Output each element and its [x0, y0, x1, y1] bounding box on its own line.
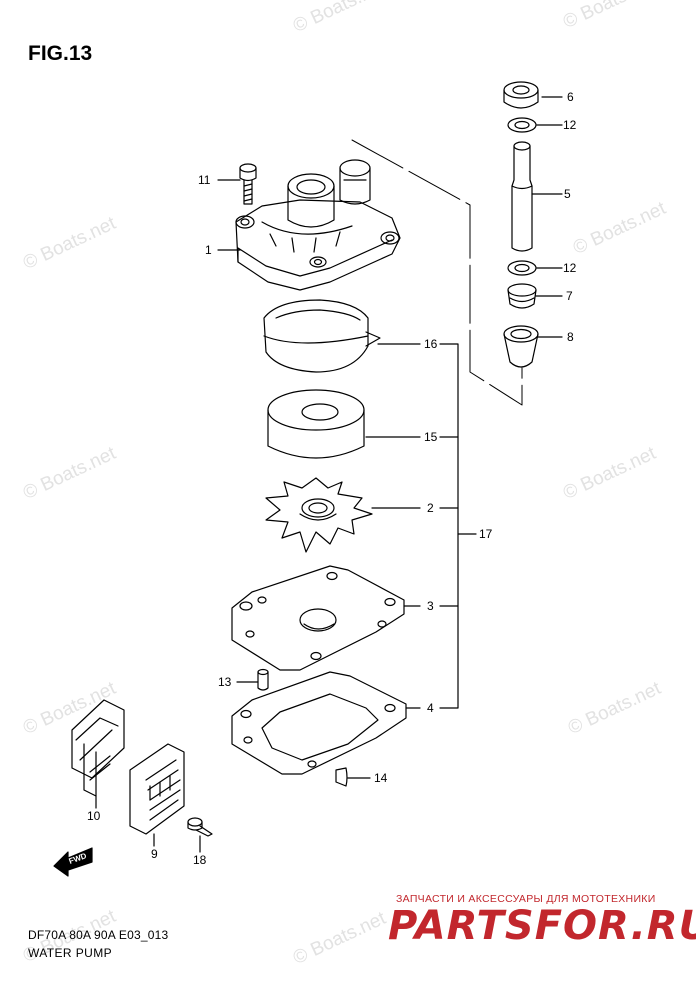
pump-plate-part[interactable] — [231, 565, 405, 671]
diagram-caption: WATER PUMP — [28, 946, 112, 960]
callout-label: 2 — [427, 501, 434, 515]
seal-ring-lower-part[interactable] — [507, 260, 537, 276]
tube-seal-part[interactable] — [507, 283, 537, 309]
pump-liner-part[interactable] — [263, 299, 381, 373]
callout-label: 14 — [374, 771, 388, 785]
seal-ring-upper-part[interactable] — [507, 117, 537, 133]
dowel-pin-part[interactable] — [257, 668, 269, 691]
bracket-part[interactable] — [71, 699, 125, 797]
bolt-part[interactable] — [239, 163, 257, 205]
brand-logo[interactable]: PARTSFOR.RU — [388, 903, 696, 949]
impeller-part[interactable] — [265, 477, 373, 553]
figure-title: FIG.13 — [28, 42, 93, 65]
callout-label: 8 — [567, 330, 574, 344]
callout-label: 5 — [564, 187, 571, 201]
callout-label: 9 — [151, 847, 158, 861]
callout-label: 12 — [563, 261, 577, 275]
guide-part[interactable] — [503, 325, 539, 368]
callout-label: 15 — [424, 430, 438, 444]
callout-label: 7 — [566, 289, 573, 303]
callout-label: 16 — [424, 337, 438, 351]
callout-label: 17 — [479, 527, 493, 541]
brand-tagline: ЗАПЧАСТИ И АКСЕССУАРЫ ДЛЯ МОТОТЕХНИКИ — [396, 893, 656, 905]
callout-label: 18 — [193, 853, 207, 867]
callout-label: 4 — [427, 701, 434, 715]
grommet-part[interactable] — [503, 81, 539, 109]
callout-label: 10 — [87, 809, 101, 823]
forward-direction-arrow — [53, 847, 93, 877]
gasket-part[interactable] — [231, 671, 407, 775]
diagram-code: DF70A 80A 90A E03_013 — [28, 928, 169, 942]
callout-label: 13 — [218, 675, 232, 689]
callout-label: 1 — [205, 243, 212, 257]
pump-case-part[interactable] — [267, 389, 365, 459]
callout-label: 12 — [563, 118, 577, 132]
water-tube-part[interactable] — [511, 141, 533, 252]
screw-part[interactable] — [187, 817, 213, 837]
callout-label: 3 — [427, 599, 434, 613]
key-part[interactable] — [335, 767, 348, 787]
screen-part[interactable] — [129, 743, 185, 835]
pump-housing-part[interactable] — [235, 159, 401, 291]
callout-label: 6 — [567, 90, 574, 104]
callout-label: 11 — [198, 173, 211, 187]
